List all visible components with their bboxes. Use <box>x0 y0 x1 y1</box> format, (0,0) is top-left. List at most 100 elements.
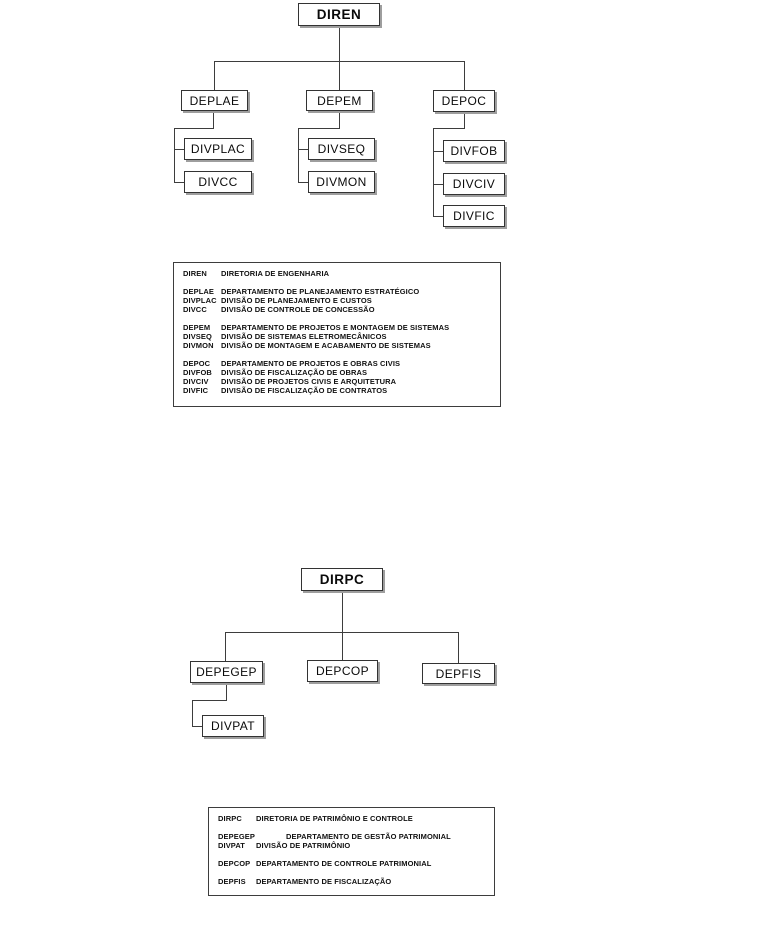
connector-line <box>192 700 193 726</box>
legend-row: DEPEGEP DEPARTAMENTO DE GESTÃO PATRIMONI… <box>218 832 488 841</box>
legend-row: DIRPC DIRETORIA DE PATRIMÔNIO E CONTROLE <box>218 814 488 823</box>
legend-desc: DIVISÃO DE CONTROLE DE CONCESSÃO <box>221 305 375 314</box>
org-node-divpat: DIVPAT <box>202 715 264 737</box>
org-node-divfic: DIVFIC <box>443 205 505 227</box>
legend-abbr: DIVFOB <box>183 368 212 377</box>
legend-row: DEPLAE DEPARTAMENTO DE PLANEJAMENTO ESTR… <box>183 287 494 296</box>
legend-row: DEPOC DEPARTAMENTO DE PROJETOS E OBRAS C… <box>183 359 494 368</box>
connector-line <box>225 632 226 661</box>
legend-desc: DIRETORIA DE ENGENHARIA <box>221 269 330 278</box>
org-node-diren: DIREN <box>298 3 380 26</box>
legend-group: DEPEGEP DEPARTAMENTO DE GESTÃO PATRIMONI… <box>218 832 488 850</box>
legend-group: DEPOC DEPARTAMENTO DE PROJETOS E OBRAS C… <box>183 359 494 395</box>
legend-abbr: DIVPAT <box>218 841 245 850</box>
org-node-dirpc: DIRPC <box>301 568 383 591</box>
legend-row: DIVFIC DIVISÃO DE FISCALIZAÇÃO DE CONTRA… <box>183 386 494 395</box>
legend-desc: DIVISÃO DE PLANEJAMENTO E CUSTOS <box>221 296 372 305</box>
org-node-divciv: DIVCIV <box>443 173 505 195</box>
legend-row: DIVFOB DIVISÃO DE FISCALIZAÇÃO DE OBRAS <box>183 368 494 377</box>
connector-line <box>339 61 340 90</box>
connector-line <box>225 632 458 633</box>
connector-line <box>174 182 184 183</box>
org-node-depfis: DEPFIS <box>422 663 495 684</box>
connector-line <box>298 149 308 150</box>
org-node-divcc: DIVCC <box>184 171 252 193</box>
connector-line <box>464 61 465 90</box>
legend-row: DIVMON DIVISÃO DE MONTAGEM E ACABAMENTO … <box>183 341 494 350</box>
org-node-divfob: DIVFOB <box>443 140 505 162</box>
connector-line <box>192 700 227 701</box>
connector-line <box>339 26 340 61</box>
connector-line <box>298 128 340 129</box>
org-node-deplae: DEPLAE <box>181 90 248 111</box>
connector-line <box>342 632 343 660</box>
legend-desc: DEPARTAMENTO DE PROJETOS E OBRAS CIVIS <box>221 359 401 368</box>
connector-line <box>339 111 340 128</box>
org-node-depem: DEPEM <box>306 90 373 111</box>
connector-line <box>433 216 443 217</box>
legend-diren: DIREN DIRETORIA DE ENGENHARIA DEPLAE DEP… <box>173 262 501 407</box>
legend-desc: DIVISÃO DE PROJETOS CIVIS E ARQUITETURA <box>221 377 397 386</box>
legend-dirpc: DIRPC DIRETORIA DE PATRIMÔNIO E CONTROLE… <box>208 807 495 896</box>
connector-line <box>458 632 459 663</box>
legend-abbr: DEPEGEP <box>218 832 255 841</box>
legend-row: DIVSEQ DIVISÃO DE SISTEMAS ELETROMECÂNIC… <box>183 332 494 341</box>
legend-abbr: DIVPLAC <box>183 296 217 305</box>
legend-desc: DIVISÃO DE SISTEMAS ELETROMECÂNICOS <box>221 332 387 341</box>
org-node-depcop: DEPCOP <box>307 660 378 682</box>
legend-row: DIVPLAC DIVISÃO DE PLANEJAMENTO E CUSTOS <box>183 296 494 305</box>
legend-row: DEPCOP DEPARTAMENTO DE CONTROLE PATRIMON… <box>218 859 488 868</box>
legend-group: DIREN DIRETORIA DE ENGENHARIA <box>183 269 494 278</box>
org-node-depegep: DEPEGEP <box>190 661 263 683</box>
legend-desc: DIVISÃO DE FISCALIZAÇÃO DE OBRAS <box>221 368 368 377</box>
connector-line <box>192 726 202 727</box>
legend-abbr: DEPOC <box>183 359 211 368</box>
legend-desc: DEPARTAMENTO DE CONTROLE PATRIMONIAL <box>256 859 432 868</box>
org-node-depoc: DEPOC <box>433 90 495 112</box>
legend-group: DEPLAE DEPARTAMENTO DE PLANEJAMENTO ESTR… <box>183 287 494 314</box>
legend-desc: DEPARTAMENTO DE PLANEJAMENTO ESTRATÉGICO <box>221 287 420 296</box>
legend-desc: DEPARTAMENTO DE GESTÃO PATRIMONIAL <box>286 832 451 841</box>
legend-abbr: DIVMON <box>183 341 214 350</box>
connector-line <box>298 182 308 183</box>
legend-desc: DEPARTAMENTO DE PROJETOS E MONTAGEM DE S… <box>221 323 450 332</box>
connector-line <box>342 591 343 632</box>
legend-desc: DEPARTAMENTO DE FISCALIZAÇÃO <box>256 877 392 886</box>
org-node-divplac: DIVPLAC <box>184 138 252 160</box>
legend-abbr: DIVSEQ <box>183 332 212 341</box>
connector-line <box>433 184 443 185</box>
connector-line <box>213 111 214 128</box>
legend-row: DEPFIS DEPARTAMENTO DE FISCALIZAÇÃO <box>218 877 488 886</box>
legend-abbr: DIVFIC <box>183 386 209 395</box>
connector-line <box>298 128 299 183</box>
connector-line <box>174 149 184 150</box>
legend-row: DIREN DIRETORIA DE ENGENHARIA <box>183 269 494 278</box>
legend-desc: DIVISÃO DE PATRIMÔNIO <box>256 841 351 850</box>
connector-line <box>433 151 443 152</box>
org-node-divmon: DIVMON <box>308 171 375 193</box>
legend-row: DIVPAT DIVISÃO DE PATRIMÔNIO <box>218 841 488 850</box>
connector-line <box>433 128 434 217</box>
connector-line <box>174 128 214 129</box>
legend-group: DIRPC DIRETORIA DE PATRIMÔNIO E CONTROLE <box>218 814 488 823</box>
legend-abbr: DEPCOP <box>218 859 251 868</box>
legend-abbr: DEPEM <box>183 323 211 332</box>
legend-abbr: DEPFIS <box>218 877 246 886</box>
legend-desc: DIVISÃO DE MONTAGEM E ACABAMENTO DE SIST… <box>221 341 431 350</box>
legend-group: DEPEM DEPARTAMENTO DE PROJETOS E MONTAGE… <box>183 323 494 350</box>
legend-row: DEPEM DEPARTAMENTO DE PROJETOS E MONTAGE… <box>183 323 494 332</box>
legend-desc: DIRETORIA DE PATRIMÔNIO E CONTROLE <box>256 814 413 823</box>
connector-line <box>433 128 465 129</box>
connector-line <box>214 61 215 90</box>
org-node-divseq: DIVSEQ <box>308 138 375 160</box>
connector-line <box>464 112 465 128</box>
legend-desc: DIVISÃO DE FISCALIZAÇÃO DE CONTRATOS <box>221 386 388 395</box>
legend-row: DIVCIV DIVISÃO DE PROJETOS CIVIS E ARQUI… <box>183 377 494 386</box>
legend-abbr: DIVCIV <box>183 377 209 386</box>
legend-abbr: DIREN <box>183 269 207 278</box>
legend-abbr: DIRPC <box>218 814 242 823</box>
legend-abbr: DEPLAE <box>183 287 215 296</box>
connector-line <box>226 683 227 700</box>
legend-abbr: DIVCC <box>183 305 207 314</box>
